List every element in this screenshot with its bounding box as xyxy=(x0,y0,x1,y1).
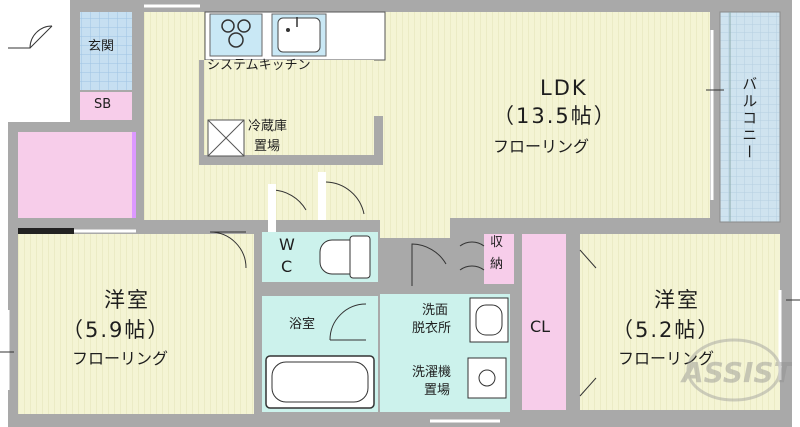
left-room-name-label: 洋室 xyxy=(104,288,150,312)
ldk-floor-label: フローリング xyxy=(493,137,590,156)
right-room-name-label: 洋室 xyxy=(654,288,700,312)
storage xyxy=(484,234,514,284)
bath-label: 浴室 xyxy=(289,317,316,332)
washroom-label-1: 洗面 xyxy=(422,303,449,318)
balcony-label: バルコニー xyxy=(740,76,759,161)
entrance xyxy=(80,12,132,90)
washer-label-1: 洗濯機 xyxy=(412,365,452,380)
left-room-size-label: （5.9帖） xyxy=(62,318,171,342)
storage-label-2: 納 xyxy=(490,257,504,272)
storage-label-1: 収 xyxy=(490,235,504,250)
toilet-label-2: C xyxy=(281,257,293,276)
washer-label-2: 置場 xyxy=(424,383,451,398)
closet-right-label: CL xyxy=(530,317,551,336)
western-room-right xyxy=(580,234,780,410)
walk-in-closet xyxy=(18,132,132,218)
washroom-label-2: 脱衣所 xyxy=(412,321,452,336)
ldk-name-label: LDK xyxy=(540,76,588,100)
kitchen-label: システムキッチン xyxy=(207,58,311,73)
right-room-floor-label: フローリング xyxy=(618,349,715,368)
toilet-label-1: W xyxy=(279,235,295,254)
right-room-size-label: （5.2帖） xyxy=(612,318,721,342)
fridge-label-2: 置場 xyxy=(254,139,281,154)
entrance-label: 玄関 xyxy=(88,39,115,54)
ldk-size-label: （13.5帖） xyxy=(493,104,617,128)
assist-logo-watermark: ASSIST xyxy=(680,338,792,402)
closet-right xyxy=(522,234,566,410)
left-room-floor-label: フローリング xyxy=(72,349,169,368)
western-room-left xyxy=(18,234,254,414)
shoebox-label: SB xyxy=(94,97,112,112)
fridge-label-1: 冷蔵庫 xyxy=(248,119,288,134)
watermark-text: ASSIST xyxy=(680,356,792,389)
